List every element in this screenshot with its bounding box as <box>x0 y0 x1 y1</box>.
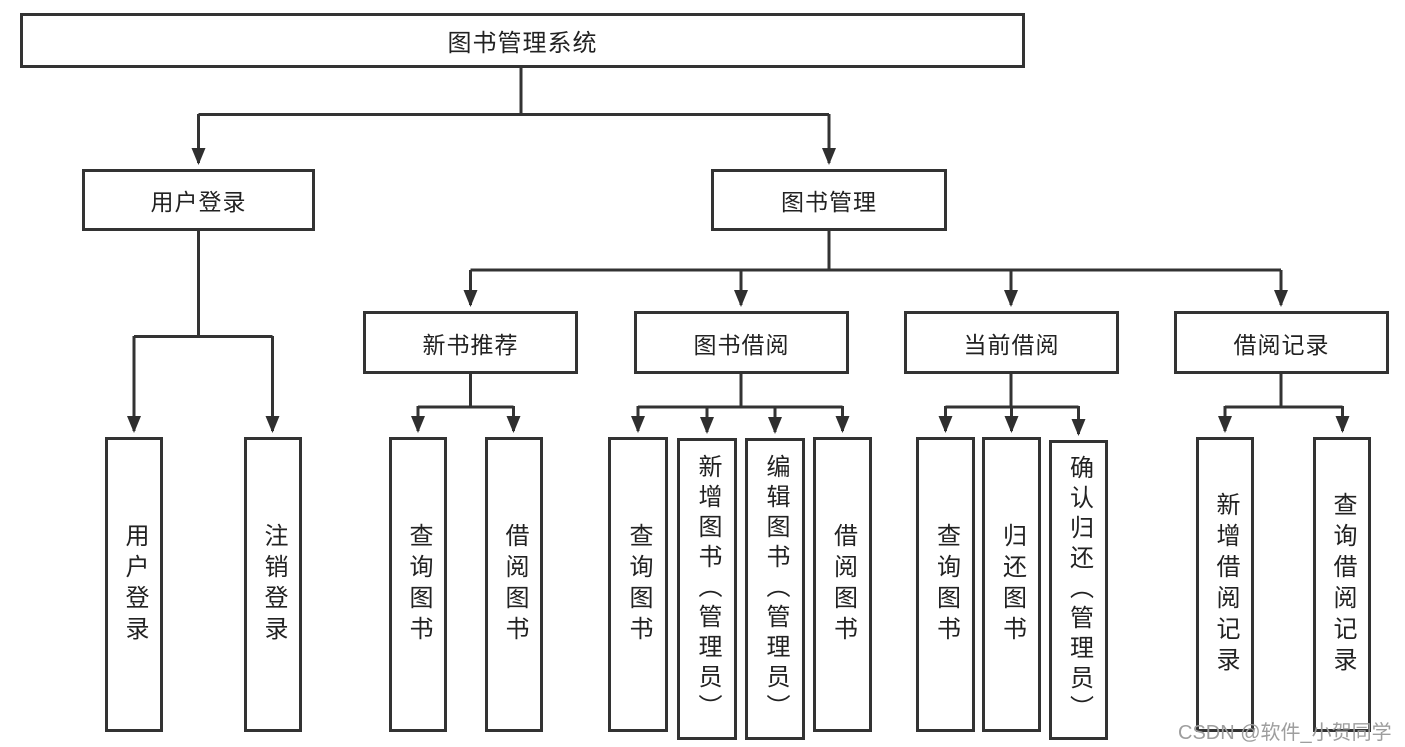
node-label: 查询图书 <box>405 522 432 647</box>
node-label: 图书借阅 <box>693 331 790 358</box>
node-library-system: 图书管理系统 <box>20 13 1025 68</box>
node-book-management: 图书管理 <box>711 169 947 231</box>
node-label: 查询图书 <box>932 522 960 647</box>
node-label: 编辑图书（管理员） <box>762 454 789 724</box>
node-label: 新增图书（管理员） <box>694 454 721 724</box>
node-label: 图书管理 <box>781 189 877 215</box>
node-query-borrow-record: 查询借阅记录 <box>1313 437 1371 732</box>
node-borrow-books: 借阅图书 <box>813 437 872 732</box>
node-label: 图书管理系统 <box>447 30 598 57</box>
node-label: 查询图书 <box>625 522 652 647</box>
node-edit-books-admin: 编辑图书（管理员） <box>745 438 805 740</box>
node-user-login-module: 用户登录 <box>82 169 315 231</box>
node-logout: 注销登录 <box>244 437 302 732</box>
node-label: 注销登录 <box>260 522 287 647</box>
node-label: 归还图书 <box>998 522 1026 647</box>
node-label: 借阅图书 <box>501 522 528 647</box>
watermark: CSDN @软件_小贺同学 <box>1178 722 1392 744</box>
node-label: 当前借阅 <box>963 331 1060 358</box>
node-return-books: 归还图书 <box>982 437 1041 732</box>
node-label: 用户登录 <box>150 189 247 215</box>
node-label: 借阅图书 <box>829 522 857 647</box>
node-label: 用户登录 <box>121 522 148 647</box>
node-add-borrow-record: 新增借阅记录 <box>1196 437 1254 732</box>
node-borrow-books: 借阅图书 <box>485 437 543 732</box>
node-user-login: 用户登录 <box>105 437 163 732</box>
node-current-borrowing: 当前借阅 <box>904 311 1119 374</box>
node-label: 新书推荐 <box>422 331 519 358</box>
node-query-books: 查询图书 <box>916 437 975 732</box>
node-add-books-admin: 新增图书（管理员） <box>677 438 737 740</box>
node-new-book-recommend: 新书推荐 <box>363 311 578 374</box>
node-book-borrowing: 图书借阅 <box>634 311 849 374</box>
node-label: 借阅记录 <box>1233 331 1330 358</box>
node-query-books: 查询图书 <box>389 437 447 732</box>
node-label: 确认归还（管理员） <box>1065 455 1093 725</box>
node-label: 查询借阅记录 <box>1329 491 1356 678</box>
node-borrowing-records: 借阅记录 <box>1174 311 1389 374</box>
node-confirm-return-admin: 确认归还（管理员） <box>1049 440 1108 740</box>
node-query-books: 查询图书 <box>608 437 668 732</box>
node-label: 新增借阅记录 <box>1212 491 1239 678</box>
